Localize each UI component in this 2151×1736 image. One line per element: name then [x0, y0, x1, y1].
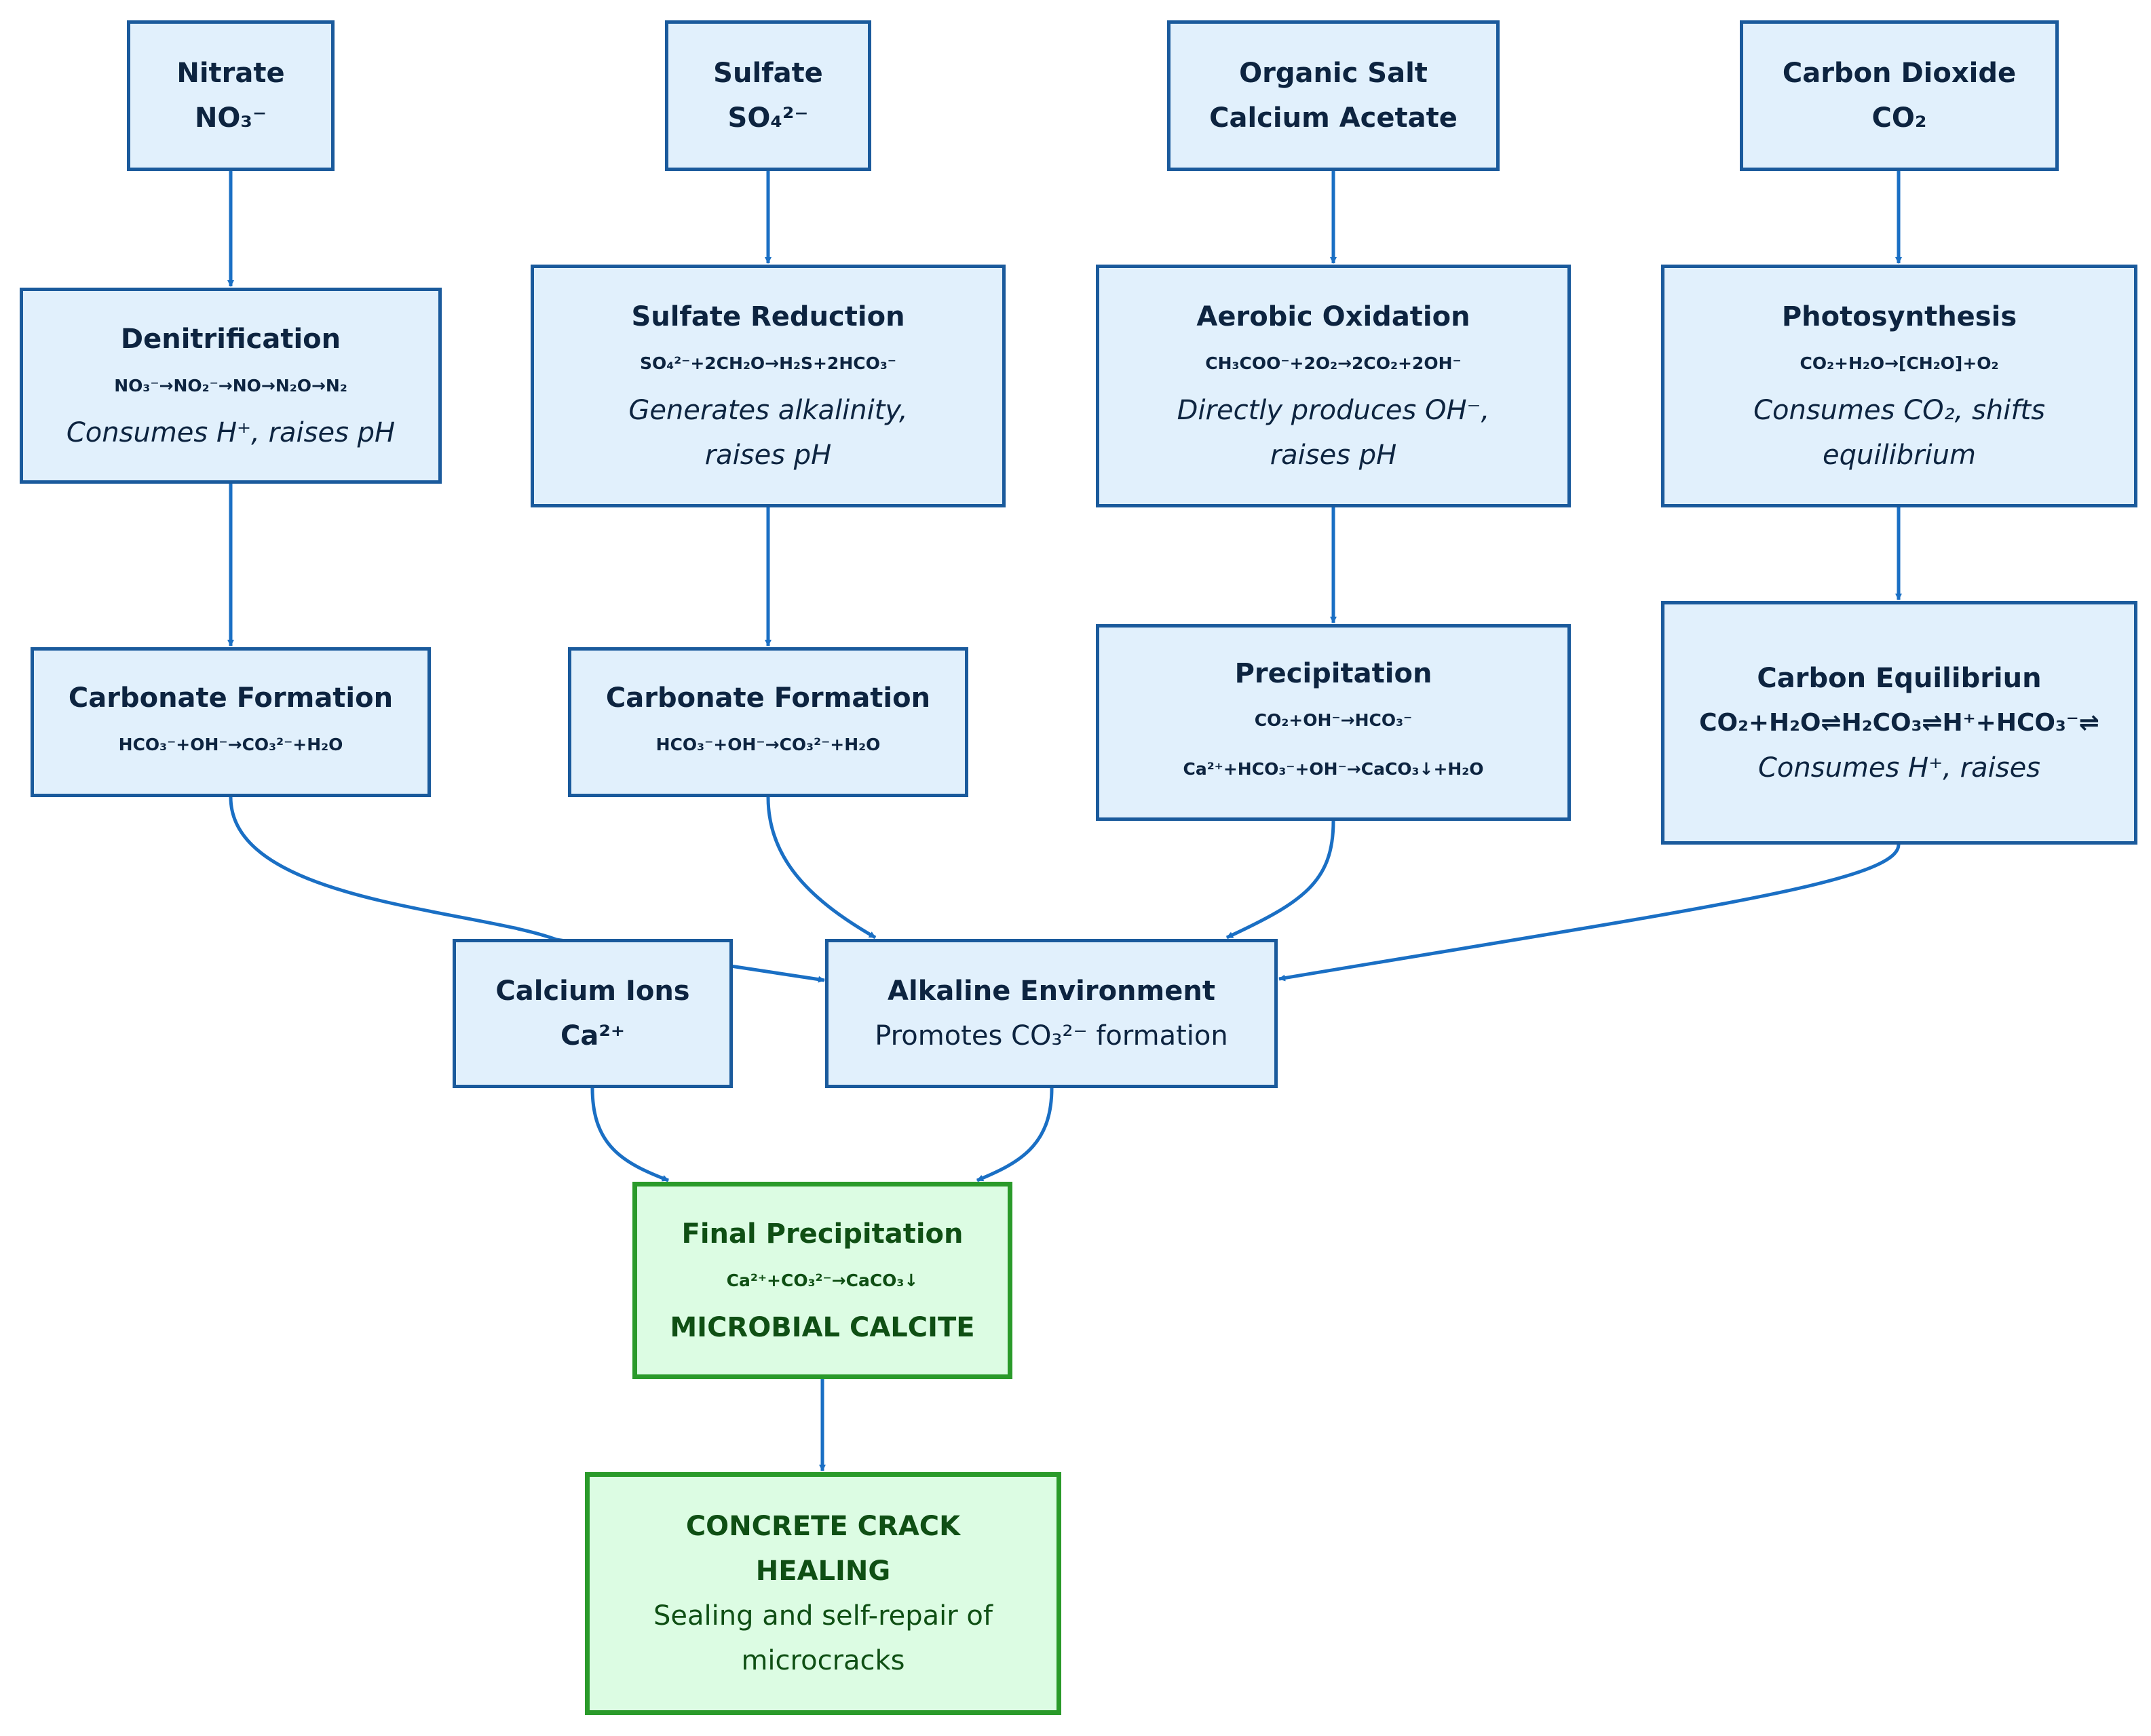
node-equation: CO₂+H₂O→[CH₂O]+O₂ [1800, 353, 1999, 373]
node-final-precipitation: Final Precipitation Ca²⁺+CO₃²⁻→CaCO₃↓ MI… [632, 1182, 1012, 1379]
node-title: Denitrification [120, 323, 341, 355]
node-title: Carbon Dioxide [1782, 58, 2017, 89]
node-title: Carbonate Formation [68, 682, 394, 714]
node-equation: HCO₃⁻+OH⁻→CO₃²⁻+H₂O [118, 734, 343, 754]
node-title: Nitrate [176, 58, 285, 89]
node-equation-line2: Ca²⁺+HCO₃⁻+OH⁻→CaCO₃↓+H₂O [1183, 759, 1484, 779]
node-formula: NO₃⁻ [194, 102, 267, 134]
node-note-line2: raises pH [1270, 440, 1397, 471]
node-subtitle: Calcium Acetate [1209, 102, 1458, 134]
node-note-line2: raises pH [704, 440, 832, 471]
node-carbon-equilibrium: Carbon Equilibriun CO₂+H₂O⇌H₂CO₃⇌H⁺+HCO₃… [1661, 601, 2137, 845]
node-equation: Ca²⁺+CO₃²⁻→CaCO₃↓ [726, 1270, 919, 1290]
node-note: Consumes H⁺, raises [1757, 752, 2041, 784]
node-note: Promotes CO₃²⁻ formation [875, 1020, 1228, 1052]
edge-precipitation-alkaline-environment [1225, 820, 1335, 940]
node-title: Organic Salt [1239, 58, 1428, 89]
node-photosynthesis: Photosynthesis CO₂+H₂O→[CH₂O]+O₂ Consume… [1661, 265, 2137, 507]
node-carbonate-formation-1: Carbonate Formation HCO₃⁻+OH⁻→CO₃²⁻+H₂O [31, 647, 431, 797]
edge-carbonate-formation-2-alkaline-environment [766, 796, 877, 940]
node-title: Carbon Equilibriun [1757, 662, 2042, 694]
node-note-line2: equilibrium [1823, 440, 1976, 471]
node-sulfate: Sulfate SO₄²⁻ [665, 20, 871, 171]
node-note-line1: Generates alkalinity, [628, 395, 908, 426]
node-title: Precipitation [1234, 658, 1432, 689]
node-title-line1: CONCRETE CRACK [685, 1511, 961, 1542]
edge-calcium-ions-final-precipitation [590, 1087, 669, 1182]
node-formula: Ca²⁺ [560, 1020, 625, 1052]
node-emphasis: MICROBIAL CALCITE [670, 1311, 975, 1343]
node-equation: CO₂+H₂O⇌H₂CO₃⇌H⁺+HCO₃⁻⇌ [1699, 708, 2099, 737]
node-crack-healing: CONCRETE CRACK HEALING Sealing and self-… [585, 1472, 1061, 1715]
edge-alkaline-environment-final-precipitation [976, 1087, 1054, 1182]
node-equation-line1: CO₂+OH⁻→HCO₃⁻ [1254, 710, 1413, 730]
node-title: Carbonate Formation [605, 682, 931, 714]
edge-carbonate-formation-1-alkaline-environment [229, 796, 825, 983]
node-equation: HCO₃⁻+OH⁻→CO₃²⁻+H₂O [655, 734, 881, 754]
node-note: Consumes H⁺, raises pH [66, 417, 396, 448]
node-nitrate: Nitrate NO₃⁻ [127, 20, 335, 171]
node-title: Alkaline Environment [888, 976, 1215, 1007]
node-equation: SO₄²⁻+2CH₂O→H₂S+2HCO₃⁻ [639, 353, 896, 373]
node-title: Final Precipitation [681, 1218, 964, 1250]
node-note-line1: Directly produces OH⁻, [1177, 395, 1490, 426]
node-equation: CH₃COO⁻+2O₂→2CO₂+2OH⁻ [1205, 353, 1462, 373]
node-formula: CO₂ [1871, 102, 1927, 134]
node-carbonate-formation-2: Carbonate Formation HCO₃⁻+OH⁻→CO₃²⁻+H₂O [568, 647, 968, 797]
node-formula: SO₄²⁻ [727, 102, 809, 134]
node-precipitation: Precipitation CO₂+OH⁻→HCO₃⁻ Ca²⁺+HCO₃⁻+O… [1096, 624, 1571, 821]
node-organic-salt: Organic Salt Calcium Acetate [1167, 20, 1500, 171]
node-calcium-ions: Calcium Ions Ca²⁺ [453, 939, 733, 1088]
node-title: Calcium Ions [495, 976, 690, 1007]
node-aerobic-oxidation: Aerobic Oxidation CH₃COO⁻+2O₂→2CO₂+2OH⁻ … [1096, 265, 1571, 507]
edge-carbon-equilibrium-alkaline-environment [1278, 844, 1901, 982]
node-title-line2: HEALING [755, 1556, 891, 1587]
node-title: Photosynthesis [1781, 301, 2017, 332]
node-equation: NO₃⁻→NO₂⁻→NO→N₂O→N₂ [114, 375, 347, 396]
node-alkaline-environment: Alkaline Environment Promotes CO₃²⁻ form… [825, 939, 1278, 1088]
node-sulfate-reduction: Sulfate Reduction SO₄²⁻+2CH₂O→H₂S+2HCO₃⁻… [531, 265, 1006, 507]
node-note-line1: Sealing and self-repair of [653, 1600, 993, 1632]
node-title: Sulfate Reduction [631, 301, 905, 332]
node-title: Aerobic Oxidation [1196, 301, 1470, 332]
node-note-line1: Consumes CO₂, shifts [1753, 395, 2045, 426]
node-denitrification: Denitrification NO₃⁻→NO₂⁻→NO→N₂O→N₂ Cons… [20, 288, 442, 484]
node-note-line2: microcracks [741, 1645, 905, 1676]
node-carbon-dioxide: Carbon Dioxide CO₂ [1740, 20, 2059, 171]
node-title: Sulfate [713, 58, 823, 89]
